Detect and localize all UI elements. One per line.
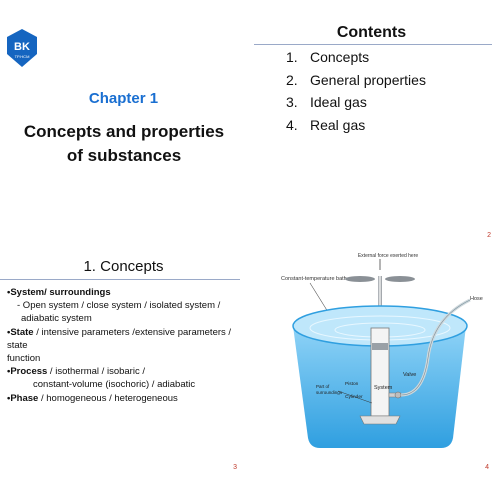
logo-shield (7, 29, 37, 67)
cylinder-label: Cylinder (345, 394, 363, 400)
hose-label: Hose (470, 296, 483, 302)
logo-text: BK (14, 41, 30, 53)
contents-item: 4.Real gas (286, 116, 366, 133)
contents-list: 1.Concepts 2.General properties 3.Ideal … (286, 46, 426, 136)
chapter-subtitle-line2: of substances (66, 146, 182, 165)
logo-subtext: TP.HCM (15, 54, 30, 59)
stirrer-blade (385, 276, 415, 282)
concepts-body: •System/ surroundings - Open system / cl… (7, 286, 243, 405)
chapter-subtitle: Concepts and properties of substances (14, 120, 234, 168)
contents-item: 3.Ideal gas (286, 94, 367, 110)
surroundings-label: Part of (316, 384, 330, 389)
section-title: 1. Concepts (83, 258, 164, 275)
external-force-label: External force exerted here (358, 253, 419, 259)
chapter-title: Chapter 1 (88, 90, 159, 107)
cylinder-base (359, 415, 401, 425)
surroundings-leader-line (337, 390, 373, 404)
system-label: System (374, 385, 393, 391)
contents-item: 2.General properties (286, 71, 426, 88)
hose-outline (400, 299, 471, 396)
system-line: adiabatic system (21, 313, 92, 325)
slide-4: External force exerted here Constant-tem… (248, 248, 495, 495)
title-divider (254, 44, 492, 45)
process-text: / isothermal / isobaric / (47, 366, 145, 378)
stirrer-blade (345, 276, 375, 282)
cylinder (370, 327, 390, 417)
slide-2: Contents 1.Concepts 2.General properties… (248, 0, 495, 247)
valve-icon (394, 391, 402, 399)
piston (372, 343, 388, 350)
contents-title: Contents (336, 24, 407, 41)
piston-label: Piston (345, 381, 359, 387)
chapter-subtitle-line1: Concepts and properties (23, 122, 225, 141)
page-number: 3 (233, 464, 237, 471)
process-heading: •Process (7, 366, 48, 378)
title-divider (0, 279, 240, 280)
system-line: - Open system / close system / isolated … (17, 300, 221, 312)
process-text-cont: constant-volume (isochoric) / adiabatic (33, 379, 196, 391)
valve-label: Valve (403, 372, 416, 378)
state-text: / intensive parameters /extensive parame… (7, 326, 232, 351)
contents-item: 1.Concepts (286, 49, 370, 65)
system-heading: •System/ surroundings (7, 287, 111, 298)
university-logo: BK TP.HCM (7, 29, 37, 67)
page-number: 2 (487, 232, 491, 239)
phase-text: / homogeneous / heterogeneous (38, 392, 178, 404)
page-number: 4 (485, 464, 489, 471)
slide-1: BK TP.HCM Chapter 1 Concepts and propert… (0, 0, 247, 247)
phase-heading: •Phase (7, 392, 39, 404)
constant-temperature-bath-diagram: External force exerted here Constant-tem… (281, 253, 483, 448)
surroundings-label: surroundings (316, 390, 343, 395)
slide-3: 1. Concepts •System/ surroundings - Open… (0, 248, 247, 495)
bath-label: Constant-temperature bath (281, 276, 347, 282)
state-text-cont: function (7, 353, 41, 365)
state-heading: •State (7, 326, 34, 338)
